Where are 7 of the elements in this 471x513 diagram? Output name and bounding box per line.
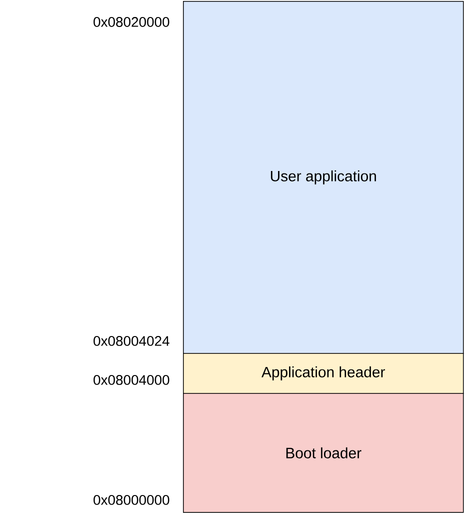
address-label: 0x08004024 [94,336,170,346]
address-label: 0x08000000 [94,495,170,505]
memory-region-box: Application header [183,353,464,394]
address-label: 0x08020000 [94,17,170,27]
memory-region-box: Boot loader [183,393,464,513]
memory-region-box: User application [183,1,464,354]
address-label: 0x08004000 [94,375,170,385]
